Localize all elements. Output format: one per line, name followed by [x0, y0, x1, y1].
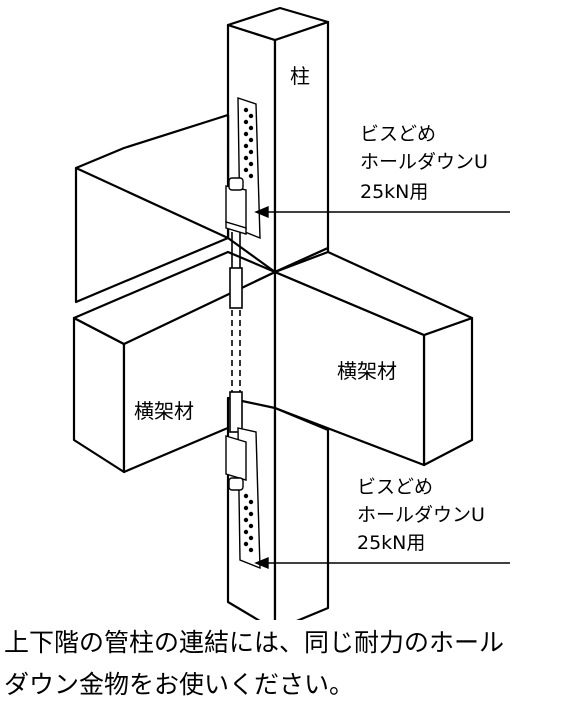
caption: 上下階の管柱の連結には、同じ耐力のホール ダウン金物をお使いください。 — [4, 622, 576, 706]
beam-back-left — [74, 113, 230, 304]
lower-hardware-label-line2: ホールダウンU — [357, 504, 485, 526]
tension-rod — [229, 232, 243, 433]
lower-column-side-face — [273, 406, 330, 620]
beam-right-end-face — [422, 316, 474, 467]
upper-column-side-face — [273, 20, 330, 274]
beam-right — [273, 250, 474, 467]
arrowhead-lower — [254, 556, 269, 570]
caption-line-1: 上下階の管柱の連結には、同じ耐力のホール — [4, 628, 505, 657]
upper-hardware-label-line1: ビスどめ — [360, 123, 436, 145]
lower-hardware-label-line1: ビスどめ — [357, 476, 433, 498]
beam-left-label: 横架材 — [134, 399, 194, 423]
arrowhead-upper — [254, 205, 269, 219]
beam-right-top-face — [273, 250, 474, 337]
upper-holdown-hardware — [225, 97, 261, 240]
holdown-connection-diagram: 柱 横架材 横架材 ビスどめ ホールダウンU 25kN用 ビスどめ ホールダウン… — [72, 6, 510, 620]
lower-holdown-hardware — [225, 427, 261, 570]
upper-column-top-face — [226, 6, 330, 42]
lower-hardware-label-line3: 25kN用 — [357, 532, 425, 554]
column-label: 柱 — [290, 64, 310, 88]
beam-right-label: 横架材 — [337, 359, 397, 383]
upper-hardware-label-line3: 25kN用 — [360, 181, 428, 203]
upper-hardware-label-line2: ホールダウンU — [360, 151, 488, 173]
caption-line-2: ダウン金物をお使いください。 — [4, 670, 355, 699]
